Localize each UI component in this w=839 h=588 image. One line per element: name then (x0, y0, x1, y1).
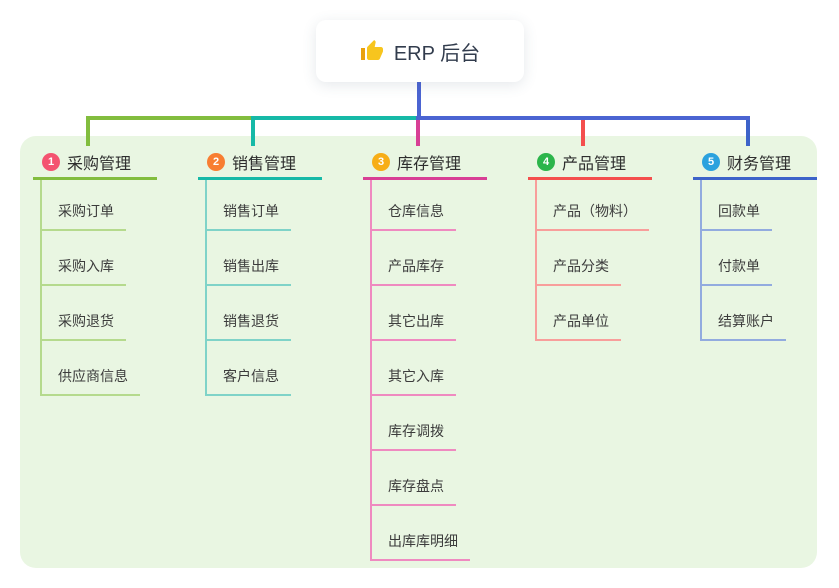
child-node-5-1[interactable]: 回款单 (700, 195, 772, 231)
branch-node-1[interactable]: 1 采购管理 (33, 146, 157, 180)
child-node-2-3[interactable]: 销售退货 (205, 305, 291, 341)
child-node-4-2[interactable]: 产品分类 (535, 250, 621, 286)
connector-branch-3-drop (416, 116, 420, 146)
branch-node-4[interactable]: 4 产品管理 (528, 146, 652, 180)
branch-label-1: 采购管理 (67, 155, 132, 173)
connector-branch-2-spine (205, 180, 207, 396)
thumbs-up-icon (360, 40, 383, 60)
child-node-3-3[interactable]: 其它出库 (370, 305, 456, 341)
connector-root-drop (417, 82, 421, 120)
connector-branch-2-drop (251, 116, 255, 146)
child-node-1-3[interactable]: 采购退货 (40, 305, 126, 341)
child-node-3-2[interactable]: 产品库存 (370, 250, 456, 286)
connector-branch-5-drop (746, 116, 750, 146)
child-node-3-6[interactable]: 库存盘点 (370, 470, 456, 506)
branch-number-badge-1: 1 (42, 152, 60, 171)
child-node-2-2[interactable]: 销售出库 (205, 250, 291, 286)
child-node-1-4[interactable]: 供应商信息 (40, 360, 140, 396)
branch-label-5: 财务管理 (727, 155, 792, 173)
branch-node-3[interactable]: 3 库存管理 (363, 146, 487, 180)
child-node-2-4[interactable]: 客户信息 (205, 360, 291, 396)
branch-node-2[interactable]: 2 销售管理 (198, 146, 322, 180)
mindmap-panel (20, 136, 817, 568)
connector-branch-4-spine (535, 180, 537, 341)
branch-node-5[interactable]: 5 财务管理 (693, 146, 817, 180)
branch-number-badge-3: 3 (372, 152, 390, 171)
root-node-erp[interactable]: ERP 后台 (316, 20, 524, 82)
child-node-2-1[interactable]: 销售订单 (205, 195, 291, 231)
branch-number-badge-4: 4 (537, 152, 555, 171)
child-node-4-1[interactable]: 产品（物料） (535, 195, 649, 231)
child-node-1-2[interactable]: 采购入库 (40, 250, 126, 286)
connector-branch-1-spine (40, 180, 42, 396)
branch-label-2: 销售管理 (232, 155, 297, 173)
child-node-5-3[interactable]: 结算账户 (700, 305, 786, 341)
child-node-5-2[interactable]: 付款单 (700, 250, 772, 286)
branch-label-3: 库存管理 (397, 155, 462, 173)
child-node-3-4[interactable]: 其它入库 (370, 360, 456, 396)
child-node-3-7[interactable]: 出库库明细 (370, 525, 470, 561)
connector-bus-left-green (86, 116, 255, 120)
child-node-3-1[interactable]: 仓库信息 (370, 195, 456, 231)
child-node-4-3[interactable]: 产品单位 (535, 305, 621, 341)
connector-bus-mid-teal (251, 116, 420, 120)
child-node-3-5[interactable]: 库存调拨 (370, 415, 456, 451)
connector-branch-1-drop (86, 116, 90, 146)
connector-branch-3-spine (370, 180, 372, 561)
branch-number-badge-2: 2 (207, 152, 225, 171)
root-node-label: ERP 后台 (393, 42, 481, 65)
child-node-1-1[interactable]: 采购订单 (40, 195, 126, 231)
branch-number-badge-5: 5 (702, 152, 720, 171)
connector-branch-5-spine (700, 180, 702, 341)
branch-label-4: 产品管理 (562, 155, 627, 173)
connector-branch-4-drop (581, 116, 585, 146)
connector-bus-right-blue (416, 116, 750, 120)
